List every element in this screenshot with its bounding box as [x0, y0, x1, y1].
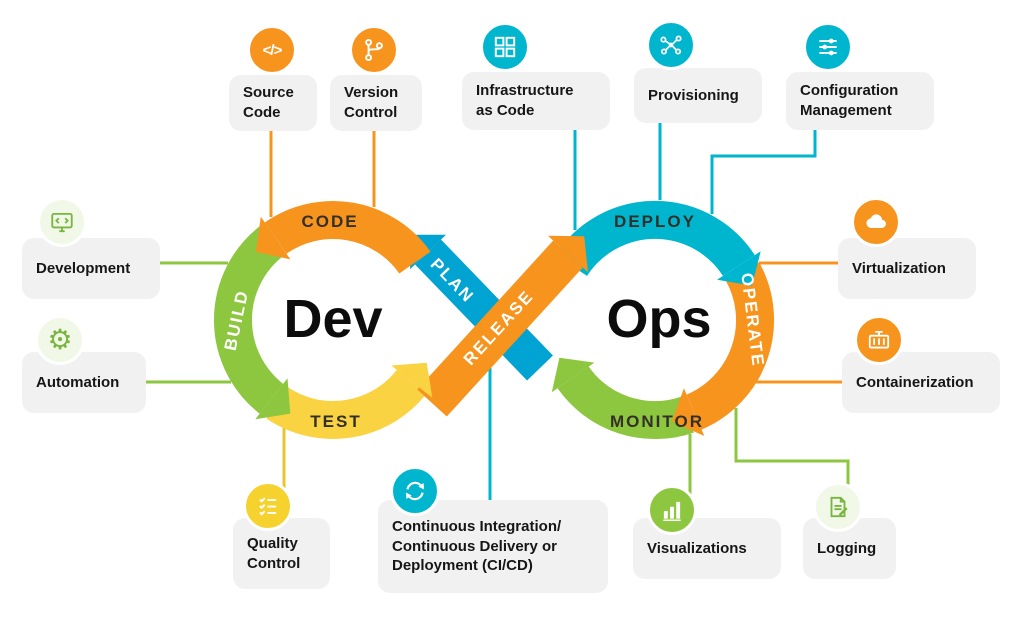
card-source-code-label: Source Code — [243, 84, 294, 121]
card-development-label: Development — [36, 259, 131, 277]
network-nodes-icon — [646, 20, 696, 70]
segment-release — [417, 235, 588, 417]
checklist-icon — [243, 481, 293, 531]
card-visualizations-label: Visualizations — [647, 539, 747, 557]
segment-monitor — [551, 357, 694, 440]
card-cicd-label: Continuous Integration/ Continuous Deliv… — [392, 517, 562, 575]
deploy-label: DEPLOY — [614, 212, 696, 231]
code-arrow — [255, 216, 291, 260]
card-infrastructure-as-code: Infrastructure as Code — [462, 72, 610, 130]
build-arrow — [255, 378, 291, 420]
test-label: TEST — [310, 412, 361, 431]
card-infrastructure-as-code-label: Infrastructure as Code — [476, 82, 574, 119]
card-virtualization: Virtualization — [838, 238, 976, 299]
connector-config-mgmt — [710, 125, 817, 214]
ops-title: Ops — [606, 289, 711, 349]
card-automation: Automation — [22, 352, 146, 413]
monitor-label: MONITOR — [610, 412, 704, 431]
segment-test — [266, 369, 427, 439]
code-brackets-icon: </> — [247, 25, 297, 75]
card-version-control-label: Version Control — [344, 84, 399, 121]
card-logging-label: Logging — [817, 539, 877, 557]
sliders-icon — [803, 22, 853, 72]
card-configuration-management-label: Configuration Management — [800, 82, 899, 119]
doc-pencil-icon — [813, 482, 863, 532]
monitor-arrow — [551, 357, 595, 393]
card-containerization-label: Containerization — [856, 373, 974, 391]
card-development: Development — [22, 238, 160, 299]
blocks-icon — [480, 22, 530, 72]
segment-build — [213, 226, 291, 420]
card-provisioning: Provisioning — [634, 68, 762, 123]
dev-title: Dev — [283, 289, 382, 349]
container-icon — [854, 315, 904, 365]
operate-arrow — [672, 388, 705, 436]
cloud-icon — [851, 197, 901, 247]
deploy-arrow — [717, 251, 761, 286]
segment-deploy — [555, 200, 761, 286]
card-configuration-management: Configuration Management — [786, 72, 934, 130]
git-branch-icon — [349, 25, 399, 75]
segment-operate — [672, 262, 775, 436]
sync-arrows-icon — [390, 466, 440, 516]
card-version-control: Version Control — [330, 75, 422, 131]
card-quality-control-label: Quality Control — [247, 534, 301, 572]
test-arrow — [391, 362, 433, 398]
card-source-code: Source Code — [229, 75, 317, 131]
code-label: CODE — [301, 212, 358, 231]
bar-chart-icon — [647, 485, 697, 535]
card-quality-control: Quality Control — [233, 518, 330, 589]
gear-icon: ⚙ — [35, 315, 85, 365]
card-automation-label: Automation — [36, 373, 120, 391]
monitor-code-icon — [37, 197, 87, 247]
release-arrow — [548, 235, 588, 273]
segment-code — [255, 201, 431, 275]
card-provisioning-label: Provisioning — [648, 86, 739, 104]
card-virtualization-label: Virtualization — [852, 259, 946, 277]
